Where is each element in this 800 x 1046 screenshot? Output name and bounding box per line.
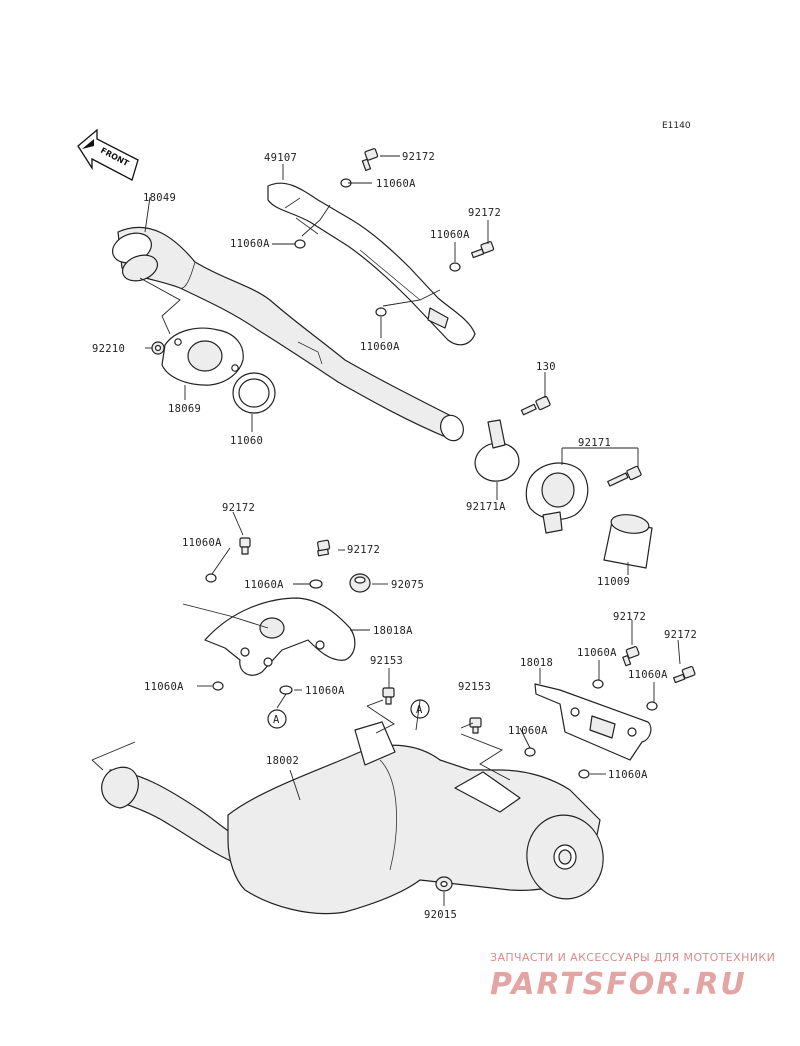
exhaust-pipe-18049 [112, 226, 464, 442]
diagram-code: E1140 [662, 121, 691, 131]
bolt-92172-f [673, 666, 696, 684]
washer-11060A-c [294, 239, 306, 249]
callout-92172-e: 92172 [613, 611, 646, 623]
callout-18018: 18018 [520, 657, 553, 669]
callout-49107: 49107 [264, 152, 297, 164]
callout-92172-f: 92172 [664, 629, 697, 641]
callout-92153-a: 92153 [370, 655, 403, 667]
washer-11060A-e [205, 573, 217, 583]
callout-11060A-d: 11060A [360, 341, 400, 353]
watermark-tagline: ЗАПЧАСТИ И АКСЕССУАРЫ ДЛЯ МОТОТЕХНИКИ [490, 951, 775, 964]
callout-11060A-e: 11060A [182, 537, 222, 549]
callout-92172-a: 92172 [402, 151, 435, 163]
callout-11060A-g: 11060A [144, 681, 184, 693]
callout-11060A-a: 11060A [376, 178, 416, 190]
bolt-92171 [607, 465, 642, 487]
washer-11060A-k [524, 747, 536, 757]
washer-11060A-h [279, 685, 293, 695]
washer-11060A-b [449, 262, 461, 272]
callout-130: 130 [536, 361, 556, 373]
callout-18002: 18002 [266, 755, 299, 767]
callout-92172-d: 92172 [347, 544, 380, 556]
bolt-92172-c [239, 537, 251, 555]
washer-11060A-j [646, 701, 658, 711]
leader-lines [91, 155, 681, 906]
grommet-92075 [349, 573, 371, 593]
callout-92015: 92015 [424, 909, 457, 921]
bolt-92172-e [622, 646, 640, 667]
gasket-18069 [161, 327, 244, 386]
reference-mark-a-left: A [267, 709, 287, 729]
sleeve-11009 [603, 514, 653, 569]
bolt-92172-b [471, 241, 495, 259]
callout-11060A-j: 11060A [628, 669, 668, 681]
callout-11009: 11009 [597, 576, 630, 588]
reference-mark-a-left-text: A [273, 714, 280, 726]
clamp-92171 [525, 462, 589, 534]
callout-18069: 18069 [168, 403, 201, 415]
bolt-92172-a [361, 148, 379, 171]
callout-18018A: 18018A [373, 625, 413, 637]
nut-92210 [151, 341, 165, 355]
bracket-18018 [534, 683, 652, 761]
callout-11060A-c: 11060A [230, 238, 270, 250]
callout-labels: 49107 92172 11060A 92172 11060A 18049 11… [92, 151, 697, 921]
watermark-brand: PARTSFOR.RU [490, 967, 747, 1002]
callout-92172-b: 92172 [468, 207, 501, 219]
washer-11060A-g [212, 681, 224, 691]
callout-92171A: 92171A [466, 501, 506, 513]
watermark: ЗАПЧАСТИ И АКСЕССУАРЫ ДЛЯ МОТОТЕХНИКИ PA… [490, 951, 775, 1002]
heat-guard-49107 [267, 182, 476, 346]
callout-11060A-l: 11060A [608, 769, 648, 781]
washer-11060A-d [375, 307, 387, 317]
callout-92210: 92210 [92, 343, 125, 355]
muffler-18002 [101, 721, 604, 915]
nut-92015 [435, 876, 453, 892]
callout-11060A-i: 11060A [577, 647, 617, 659]
bracket-18018A [204, 597, 356, 676]
callout-11060: 11060 [230, 435, 263, 447]
callout-11060A-b: 11060A [430, 229, 470, 241]
callout-92171: 92171 [578, 437, 611, 449]
reference-mark-a-right-text: A [416, 704, 423, 716]
gasket-ring-11060 [232, 372, 276, 414]
washer-11060A-i [592, 679, 604, 689]
callout-11060A-f: 11060A [244, 579, 284, 591]
bolt-92153-a [382, 687, 395, 705]
callout-92153-b: 92153 [458, 681, 491, 693]
bolt-92153-b [469, 717, 482, 734]
washer-11060A-f [309, 579, 323, 589]
washer-11060A-l [578, 769, 590, 779]
callout-92172-c: 92172 [222, 502, 255, 514]
bolt-92172-d [317, 539, 331, 557]
callout-11060A-h: 11060A [305, 685, 345, 697]
front-arrow-icon: FRONT [77, 128, 139, 181]
callout-92075: 92075 [391, 579, 424, 591]
clamp-92171A [474, 419, 520, 482]
callout-11060A-k: 11060A [508, 725, 548, 737]
callout-18049: 18049 [143, 192, 176, 204]
bolt-130 [520, 395, 551, 416]
